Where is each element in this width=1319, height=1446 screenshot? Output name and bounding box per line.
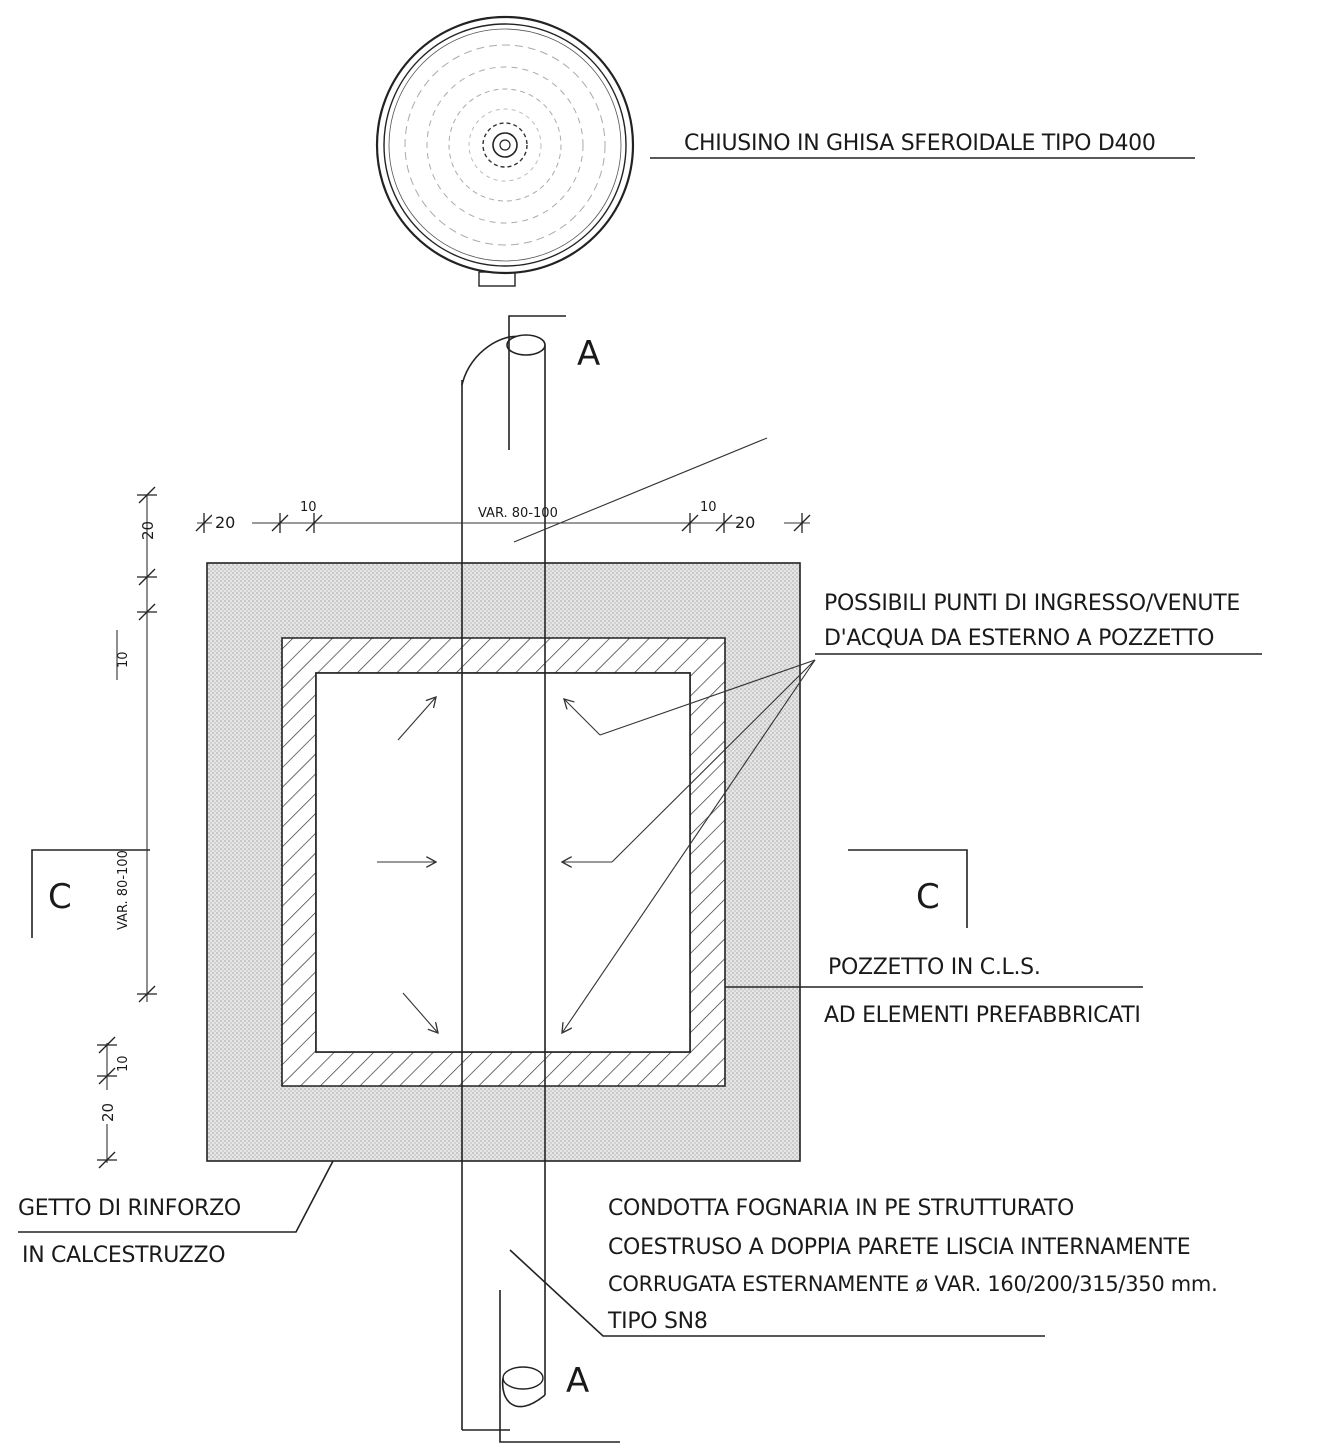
section-a-bottom-label: A bbox=[566, 1361, 589, 1401]
condotta-label-2: COESTRUSO A DOPPIA PARETE LISCIA INTERNA… bbox=[608, 1235, 1190, 1260]
pozzetto-label-2: AD ELEMENTI PREFABBRICATI bbox=[824, 1003, 1141, 1028]
condotta-label-4: TIPO SN8 bbox=[607, 1309, 708, 1334]
water-entry-label-2: D'ACQUA DA ESTERNO A POZZETTO bbox=[824, 626, 1214, 651]
condotta-leader bbox=[509, 1249, 1045, 1337]
water-entry-leaders bbox=[599, 653, 1262, 863]
water-entry-arrows bbox=[377, 659, 816, 1033]
dim-top-left-10: 10 bbox=[300, 500, 317, 515]
diagonal-leader bbox=[513, 437, 768, 543]
section-c-left: C bbox=[31, 849, 150, 938]
manhole-cover-icon bbox=[375, 15, 635, 287]
getto-label-1: GETTO DI RINFORZO bbox=[18, 1196, 241, 1221]
condotta-label-3: CORRUGATA ESTERNAMENTE ø VAR. 160/200/31… bbox=[608, 1272, 1217, 1296]
condotta-label-1: CONDOTTA FOGNARIA IN PE STRUTTURATO bbox=[608, 1196, 1074, 1221]
section-c-right-label: C bbox=[916, 877, 940, 917]
water-entry-label-1: POSSIBILI PUNTI DI INGRESSO/VENUTE bbox=[824, 591, 1240, 616]
section-c-left-label: C bbox=[48, 877, 72, 917]
pozzetto-label-1: POZZETTO IN C.L.S. bbox=[828, 955, 1041, 980]
dim-left-top-10: 10 bbox=[116, 651, 131, 668]
dim-top-right-20: 20 bbox=[735, 513, 755, 532]
section-c-right: C bbox=[848, 849, 968, 928]
pozzetto-interior bbox=[315, 672, 691, 1053]
getto-leader bbox=[18, 1160, 334, 1233]
dim-top-var: VAR. 80-100 bbox=[478, 506, 558, 521]
cover-hinge bbox=[478, 271, 516, 287]
section-a-top: A bbox=[508, 315, 600, 450]
section-a-top-label: A bbox=[577, 334, 600, 374]
dim-left-var: VAR. 80-100 bbox=[116, 850, 131, 930]
top-dimension: 20 10 VAR. 80-100 10 20 bbox=[195, 500, 811, 533]
dim-top-right-10: 10 bbox=[700, 500, 717, 515]
left-dimension: 20 10 VAR. 80-100 bbox=[116, 486, 157, 1003]
getto-label-2: IN CALCESTRUZZO bbox=[22, 1243, 225, 1268]
section-a-bottom: A bbox=[499, 1290, 620, 1443]
dim-left-bottom-10: 10 bbox=[116, 1055, 131, 1072]
left-lower-dimension: 10 20 bbox=[97, 1036, 131, 1169]
dim-left-top-20: 20 bbox=[139, 521, 157, 540]
dim-top-left-20: 20 bbox=[215, 513, 235, 532]
dim-left-bottom-20: 20 bbox=[99, 1103, 117, 1122]
pipe bbox=[461, 334, 546, 1431]
manhole-cover-label: CHIUSINO IN GHISA SFEROIDALE TIPO D400 bbox=[684, 131, 1156, 156]
